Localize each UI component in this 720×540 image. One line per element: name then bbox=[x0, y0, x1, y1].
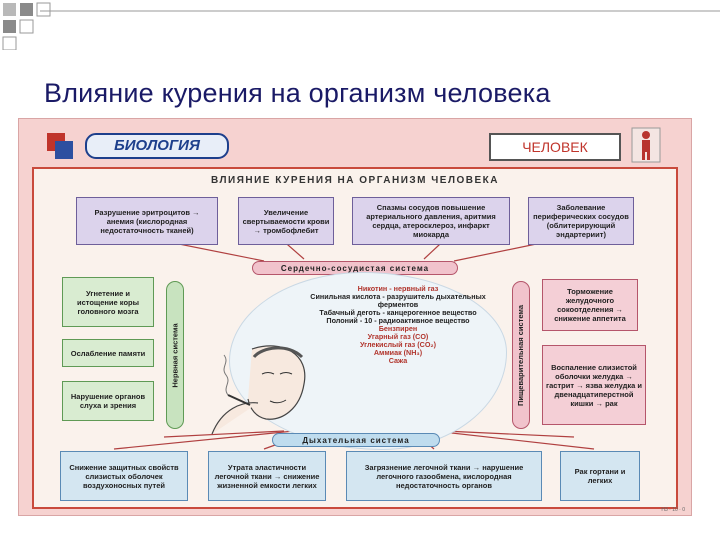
substance-soot: Сажа bbox=[388, 356, 408, 365]
effect-box-thrombophlebitis: Увеличение свертываемости крови → тромбо… bbox=[238, 197, 334, 245]
effect-box-anemia: Разрушение эритроцитов → анемия (кислоро… bbox=[76, 197, 218, 245]
effect-box-gastritis: Воспаление слизистой оболочки желудка → … bbox=[542, 345, 646, 425]
effect-box-lung-elasticity: Утрата эластичности легочной ткани → сни… bbox=[208, 451, 326, 501]
section-label: ЧЕЛОВЕК bbox=[489, 133, 621, 161]
substance-ammonia: Аммиак (NH₃) bbox=[373, 348, 423, 357]
corner-squares-icon bbox=[2, 2, 51, 50]
effect-box-mucous-protection: Снижение защитных свойств слизистых обол… bbox=[60, 451, 188, 501]
effect-box-cortex-depression: Угнетение и истощение коры головного моз… bbox=[62, 277, 154, 327]
substance-tar: Табачный деготь - канцерогенное вещество bbox=[319, 308, 477, 317]
effect-box-peripheral-vessels: Заболевание периферических сосудов (обли… bbox=[528, 197, 634, 245]
effect-box-appetite: Торможение желудочного сокоотделения → с… bbox=[542, 279, 638, 331]
substance-co: Угарный газ (CO) bbox=[367, 332, 429, 341]
subject-label: БИОЛОГИЯ bbox=[85, 133, 229, 159]
nervous-system-bar: Нервная система bbox=[166, 281, 184, 429]
human-figure-icon bbox=[631, 127, 661, 163]
poster-title: ВЛИЯНИЕ КУРЕНИЯ НА ОРГАНИЗМ ЧЕЛОВЕКА bbox=[211, 175, 499, 186]
substance-polonium: Полоний - 10 - радиоактивное вещество bbox=[326, 316, 470, 325]
smoker-illustration bbox=[211, 345, 306, 435]
substance-nicotine: Никотин - нервный газ bbox=[357, 284, 439, 293]
effect-box-cancer: Рак гортани и легких bbox=[560, 451, 640, 501]
footer-code: Н3 · 10 · 0 bbox=[661, 507, 685, 513]
effect-box-hearing-vision: Нарушение органов слуха и зрения bbox=[62, 381, 154, 421]
effect-box-memory: Ослабление памяти bbox=[62, 339, 154, 367]
poster: БИОЛОГИЯ ЧЕЛОВЕК ВЛИЯНИЕ КУРЕНИЯ НА ОРГА… bbox=[18, 118, 692, 516]
substance-benzpyrene: Бензпирен bbox=[378, 324, 418, 333]
slide-title: Влияние курения на организм человека bbox=[44, 78, 551, 108]
effect-box-lung-pollution: Загрязнение легочной ткани → нарушение л… bbox=[346, 451, 542, 501]
substance-co2: Углекислый газ (CO₂) bbox=[359, 340, 437, 349]
substances-list: Никотин - нервный газ Синильная кислота … bbox=[294, 285, 502, 365]
top-divider-line bbox=[40, 10, 720, 12]
logo-icon bbox=[47, 133, 73, 159]
substance-hydrocyanic-acid: Синильная кислота - разрушитель дыхатель… bbox=[310, 292, 486, 309]
poster-frame: ВЛИЯНИЕ КУРЕНИЯ НА ОРГАНИЗМ ЧЕЛОВЕКА Раз… bbox=[32, 167, 678, 509]
effect-box-vascular-spasm: Спазмы сосудов повышение артериального д… bbox=[352, 197, 510, 245]
digestive-system-bar: Пищеварительная система bbox=[512, 281, 530, 429]
respiratory-system-bar: Дыхательная система bbox=[272, 433, 440, 447]
